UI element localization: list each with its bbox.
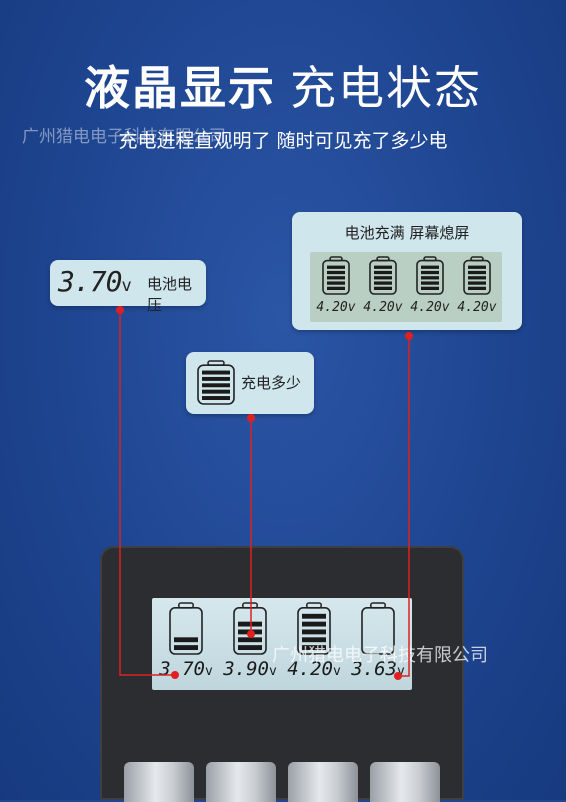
device-cell-voltage: 3.90v bbox=[218, 658, 282, 680]
charge-bar bbox=[238, 621, 262, 627]
charge-bar bbox=[421, 281, 439, 285]
pointer-dot bbox=[394, 672, 402, 680]
mini-cell-voltage: 4.20v bbox=[316, 300, 356, 315]
charge-bar bbox=[327, 281, 345, 285]
mini-cell: 4.20v bbox=[455, 256, 499, 315]
battery-icon bbox=[463, 256, 491, 295]
device-cell-unit: v bbox=[332, 664, 341, 679]
device-cell-value: 3.90 bbox=[223, 658, 269, 680]
charge-bar bbox=[421, 286, 439, 290]
charge-callout: 充电多少 bbox=[186, 352, 314, 414]
voltage-callout: 3.70v 电池电压 bbox=[50, 260, 206, 314]
charge-bar bbox=[374, 281, 392, 285]
charge-bar bbox=[421, 265, 439, 269]
device-cell-value: 4.20 bbox=[287, 658, 333, 680]
mini-cell-voltage: 4.20v bbox=[363, 300, 403, 315]
title-bold: 液晶显示 bbox=[84, 61, 276, 115]
device-cell-value: 3.63 bbox=[351, 658, 397, 680]
pointer-dot bbox=[116, 306, 124, 314]
mini-cell: 4.20v bbox=[408, 256, 452, 315]
charge-bar bbox=[202, 383, 230, 388]
device-cell-unit: v bbox=[204, 664, 213, 679]
charge-bar bbox=[374, 265, 392, 269]
voltage-pointer-line bbox=[119, 310, 175, 676]
mini-cell-voltage: 4.20v bbox=[457, 300, 497, 315]
charge-bar bbox=[421, 276, 439, 280]
charge-bar bbox=[327, 265, 345, 269]
mini-cell: 4.20v bbox=[361, 256, 405, 315]
battery-slot bbox=[370, 762, 440, 802]
charge-bar bbox=[468, 281, 486, 285]
charge-bar bbox=[374, 276, 392, 280]
battery-icon bbox=[196, 360, 236, 410]
charge-bar bbox=[174, 637, 198, 643]
charge-bar bbox=[302, 629, 326, 635]
device-cell-unit: v bbox=[396, 664, 405, 679]
battery-slot bbox=[206, 762, 276, 802]
charge-bar bbox=[302, 645, 326, 650]
charge-bar bbox=[202, 370, 230, 375]
pointer-dot bbox=[405, 332, 413, 340]
battery-icon bbox=[369, 256, 397, 295]
charge-bar bbox=[374, 270, 392, 275]
mini-cell: 4.20v bbox=[314, 256, 358, 315]
battery-icon bbox=[361, 602, 395, 655]
mini-lcd: 4.20v 4.20v 4.20v 4.20v bbox=[310, 252, 502, 322]
voltage-callout-label: 电池电压 bbox=[147, 275, 193, 314]
charge-bar bbox=[421, 270, 439, 275]
voltage-unit: v bbox=[121, 276, 131, 296]
battery-icon bbox=[297, 602, 331, 655]
charge-bar bbox=[202, 389, 230, 394]
battery-icon bbox=[197, 360, 235, 405]
full-callout-label: 电池充满 屏幕熄屏 bbox=[344, 224, 470, 242]
charge-bar bbox=[238, 637, 262, 643]
charge-bar bbox=[468, 270, 486, 275]
device-cell-voltage: 4.20v bbox=[282, 658, 346, 680]
voltage-number: 3.70 bbox=[58, 265, 122, 298]
charge-bar bbox=[302, 613, 326, 619]
charge-bar bbox=[238, 645, 262, 650]
charge-bar bbox=[327, 270, 345, 275]
title-light: 充电状态 bbox=[290, 61, 482, 115]
pointer-dot bbox=[247, 414, 255, 422]
charge-bar bbox=[327, 276, 345, 280]
device-cell-voltage: 3.63v bbox=[346, 658, 410, 680]
charge-bar bbox=[327, 286, 345, 290]
full-pointer-line bbox=[398, 336, 410, 677]
voltage-callout-value: 3.70v bbox=[58, 265, 132, 298]
battery-icon bbox=[169, 602, 203, 655]
device-cell-unit: v bbox=[268, 664, 277, 679]
mini-cell-voltage: 4.20v bbox=[410, 300, 450, 315]
page-title: 液晶显示充电状态 bbox=[0, 52, 566, 118]
charge-bar bbox=[468, 265, 486, 269]
pointer-dot bbox=[247, 630, 255, 638]
battery-icon bbox=[322, 256, 350, 295]
charge-bar bbox=[302, 621, 326, 627]
device-cell: 3.90v bbox=[218, 602, 282, 680]
battery-slot bbox=[124, 762, 194, 802]
subtitle: 充电进程直观明了 随时可见充了多少电 bbox=[118, 130, 448, 152]
battery-icon bbox=[416, 256, 444, 295]
full-callout: 电池充满 屏幕熄屏 4.20v 4.20v 4.20v 4.20v bbox=[292, 212, 522, 330]
charge-bar bbox=[302, 637, 326, 643]
pointer-dot bbox=[171, 671, 179, 679]
charge-bar bbox=[374, 286, 392, 290]
watermark-middle: 广州猎电电子科技有限公司 bbox=[272, 645, 488, 666]
charge-callout-label: 充电多少 bbox=[241, 374, 302, 392]
device-cell: 4.20v bbox=[282, 602, 346, 680]
charge-bar bbox=[468, 286, 486, 290]
device-cell: 3.63v bbox=[346, 602, 410, 680]
charge-bar bbox=[202, 396, 230, 400]
battery-slot bbox=[288, 762, 358, 802]
charge-bar bbox=[174, 645, 198, 650]
charge-bar bbox=[468, 276, 486, 280]
charge-bar bbox=[202, 376, 230, 381]
watermark-top: 广州猎电电子科技有限公司 bbox=[22, 127, 226, 147]
